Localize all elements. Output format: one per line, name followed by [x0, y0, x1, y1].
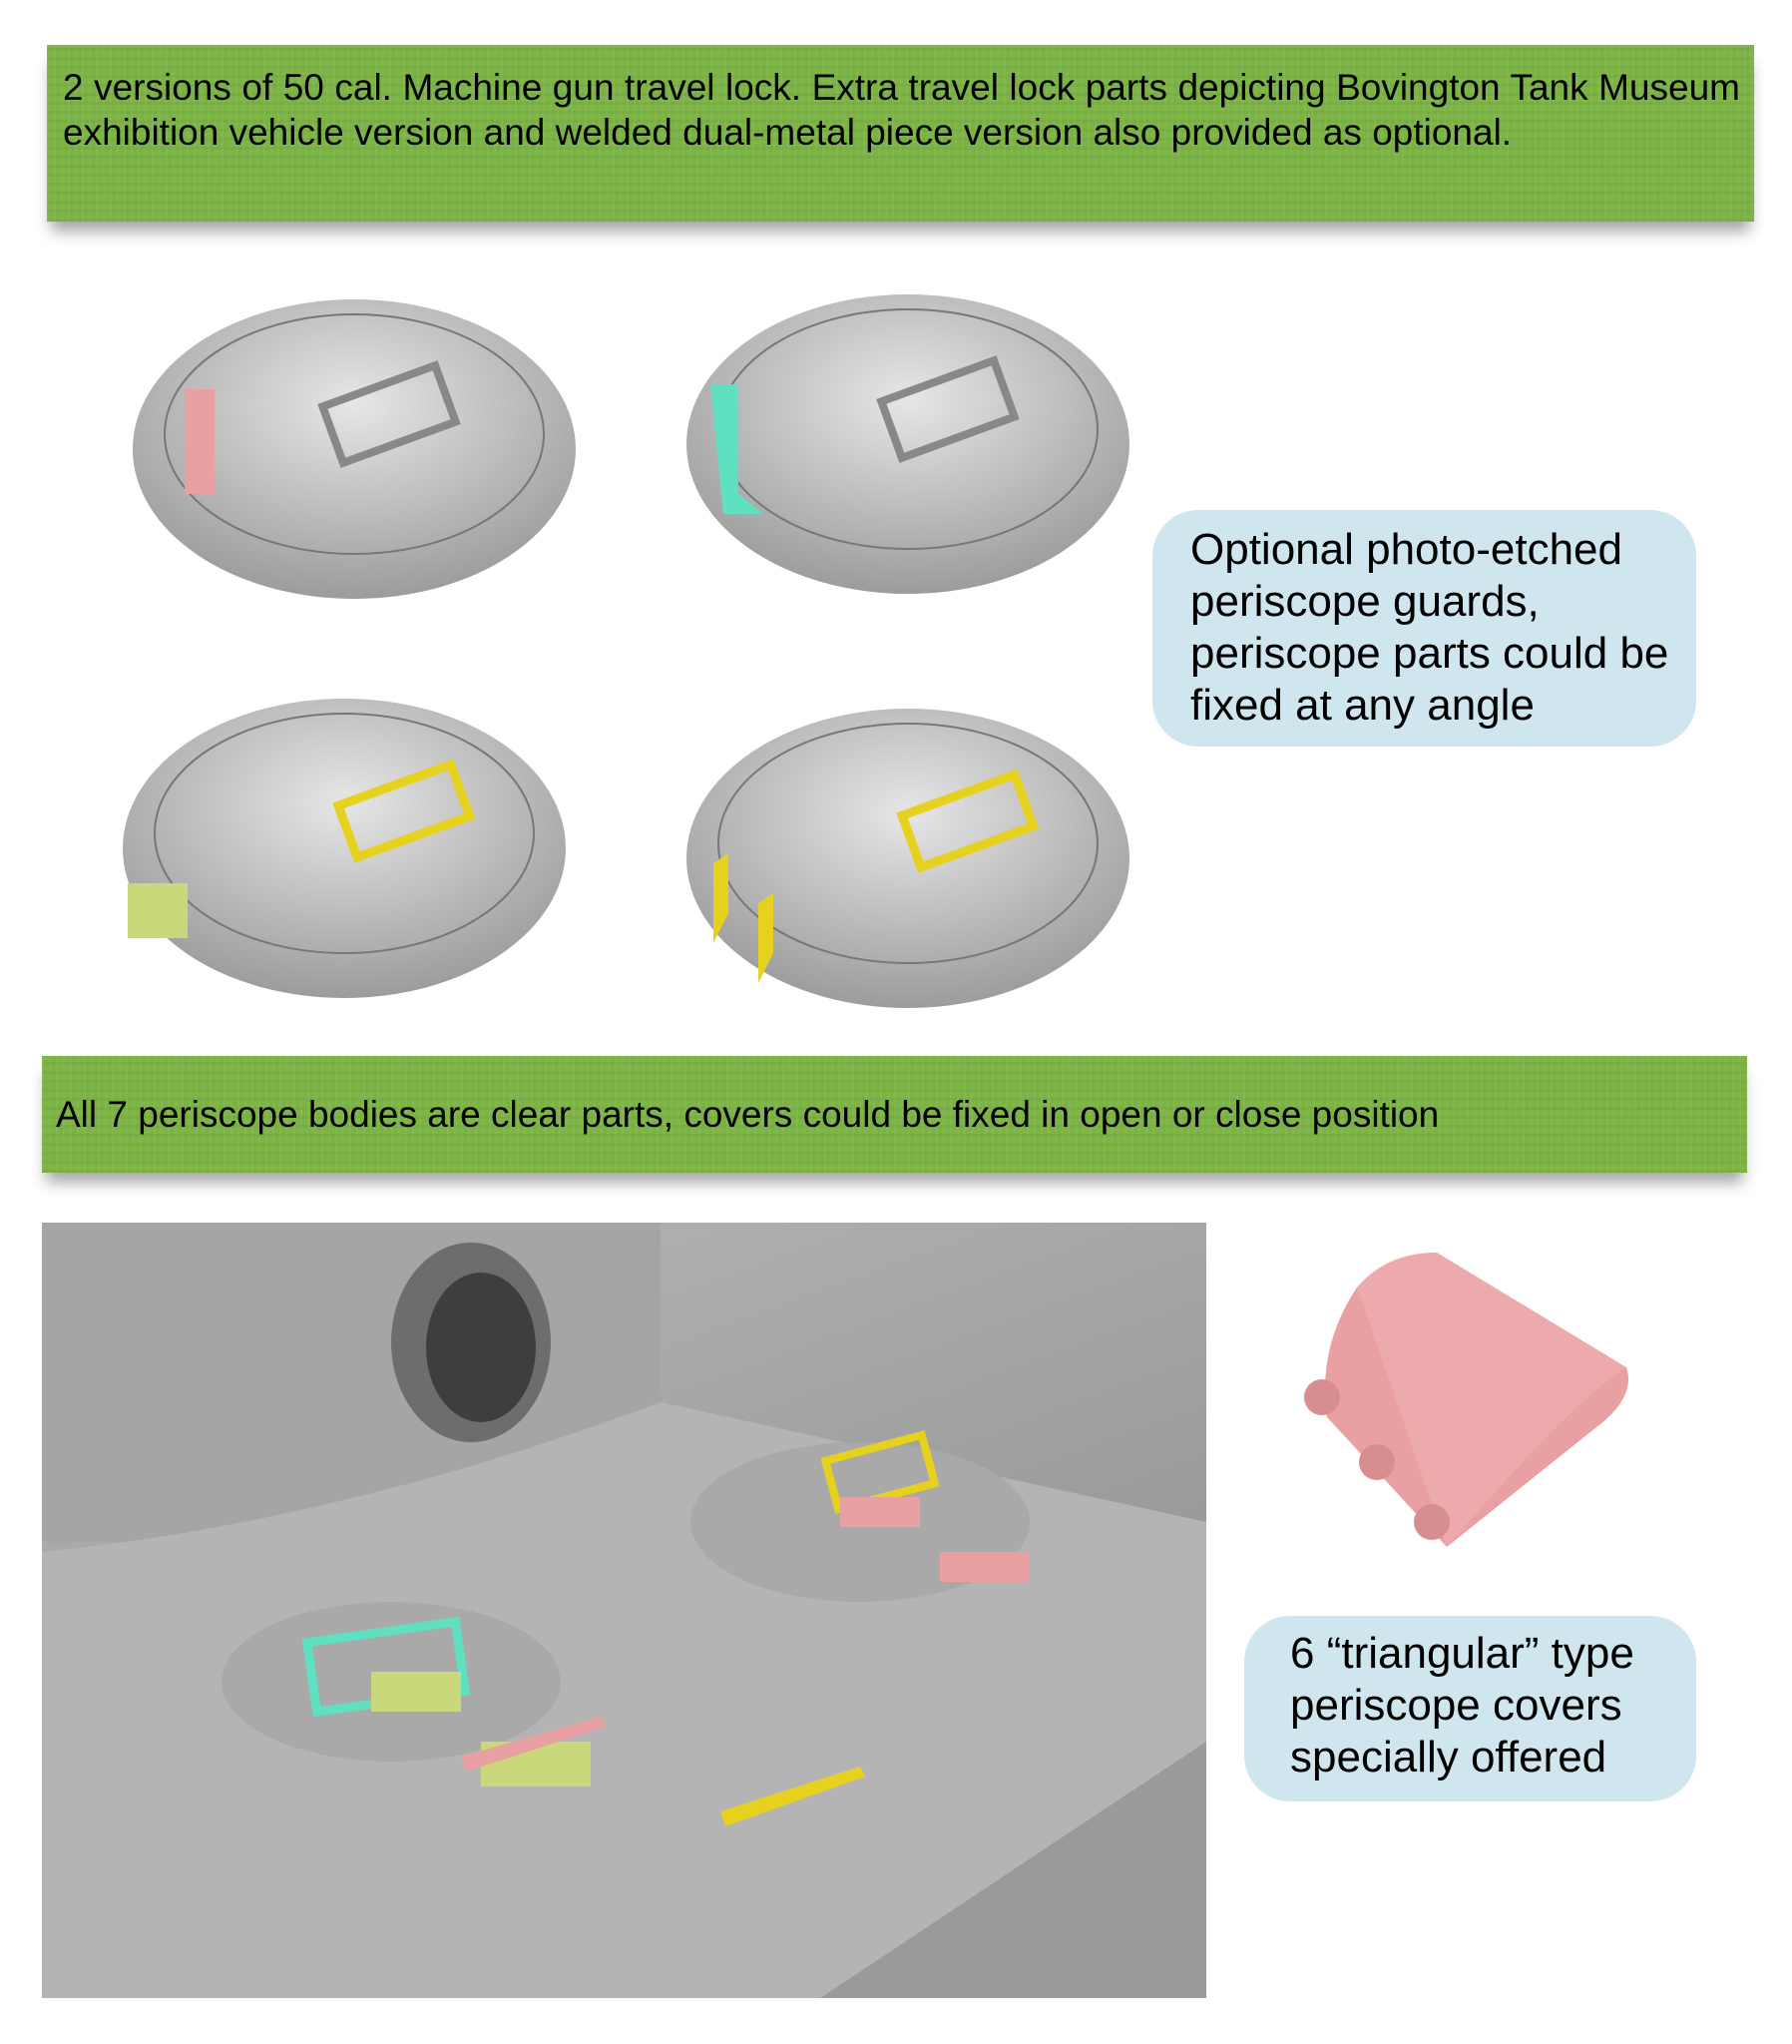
turret-render-art — [42, 1223, 1206, 1998]
middle-banner: All 7 periscope bodies are clear parts, … — [42, 1056, 1747, 1173]
top-banner-text: 2 versions of 50 cal. Machine gun travel… — [63, 67, 1740, 153]
hatch-render-3 — [123, 699, 566, 998]
callout-covers: 6 “triangular” type periscope covers spe… — [1244, 1616, 1696, 1801]
hatch-render-4 — [686, 709, 1129, 1008]
callout-covers-text: 6 “triangular” type periscope covers spe… — [1290, 1629, 1634, 1782]
callout-guards: Optional photo-etched periscope guards, … — [1152, 510, 1696, 747]
triangular-periscope-cover — [1304, 1253, 1628, 1547]
travel-lock-teal — [710, 384, 763, 514]
top-banner: 2 versions of 50 cal. Machine gun travel… — [47, 45, 1754, 222]
travel-lock-pink — [185, 389, 215, 494]
callout-guards-text: Optional photo-etched periscope guards, … — [1190, 525, 1669, 730]
periscope-guard-yellow — [332, 759, 476, 863]
hatch-renders — [123, 294, 1129, 1008]
travel-lock-brass — [713, 853, 773, 983]
middle-banner-text: All 7 periscope bodies are clear parts, … — [56, 1094, 1440, 1135]
turret-render — [42, 1223, 1206, 1998]
travel-lock-olive — [128, 883, 188, 938]
hatch-render-1 — [133, 299, 576, 599]
hatch-render-2 — [686, 294, 1129, 594]
